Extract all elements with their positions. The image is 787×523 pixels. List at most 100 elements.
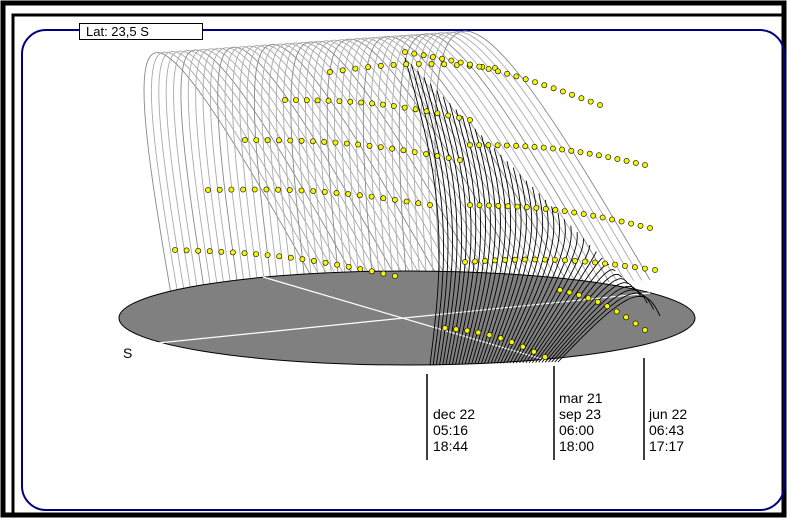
hour-dot xyxy=(345,263,352,270)
sunset-time: 18:44 xyxy=(433,438,469,454)
hour-dot xyxy=(434,152,441,159)
back-arc xyxy=(239,45,429,295)
hour-dot xyxy=(531,143,538,150)
hour-dot xyxy=(596,152,602,159)
hour-dot xyxy=(519,343,526,350)
sunset-time: 17:17 xyxy=(649,438,685,454)
back-arc xyxy=(341,37,544,288)
back-arc xyxy=(312,39,511,290)
hour-dot xyxy=(485,142,492,149)
hour-dot xyxy=(345,191,352,197)
hour-dot xyxy=(467,61,473,68)
hour-dot xyxy=(582,258,588,265)
hour-dot xyxy=(299,256,306,263)
hour-dot xyxy=(333,189,340,196)
hour-dot xyxy=(568,147,575,154)
back-arc xyxy=(165,50,347,299)
back-arc xyxy=(319,39,520,290)
hour-dot xyxy=(561,208,568,214)
front-arc xyxy=(509,219,566,364)
hour-dot xyxy=(542,205,549,212)
front-arc xyxy=(455,109,477,365)
front-arc xyxy=(541,278,629,363)
hour-dot xyxy=(205,187,211,193)
hour-dot xyxy=(557,287,563,293)
sunrise-time: 05:16 xyxy=(433,422,469,438)
hour-dot xyxy=(334,261,340,268)
hour-dot xyxy=(597,102,603,108)
hour-dot xyxy=(365,64,371,70)
back-arc xyxy=(195,48,380,297)
hour-dot xyxy=(366,142,373,149)
hour-dot xyxy=(572,257,578,264)
front-arc xyxy=(449,102,472,365)
hour-dot xyxy=(339,67,346,74)
hour-dot xyxy=(642,265,648,272)
hour-dot xyxy=(541,82,548,89)
front-arc xyxy=(544,282,635,363)
hour-dot xyxy=(357,266,364,272)
rounded-border xyxy=(21,29,785,511)
hour-dot xyxy=(240,186,246,193)
hour-dot xyxy=(512,256,518,263)
hour-dot xyxy=(321,138,328,145)
hour-dot xyxy=(263,186,270,193)
front-arc xyxy=(490,180,533,364)
hour-dot xyxy=(322,259,329,266)
equinox-info: mar 21 sep 23 06:00 18:00 xyxy=(559,390,603,454)
back-arc xyxy=(355,36,561,287)
back-arc xyxy=(217,46,405,296)
hour-dot xyxy=(497,335,504,342)
sunrise-time: 06:00 xyxy=(559,422,595,438)
hour-dot xyxy=(628,220,634,227)
hour-dot xyxy=(542,354,548,360)
hour-dot xyxy=(476,63,483,70)
hour-dot xyxy=(612,261,618,268)
hour-dot xyxy=(456,114,462,121)
hour-dot xyxy=(586,150,593,157)
back-arc xyxy=(283,41,479,292)
hour-dot xyxy=(352,65,359,72)
hour-dot xyxy=(403,198,410,205)
date-label: jun 22 xyxy=(649,406,688,422)
hour-dot xyxy=(482,257,488,264)
hour-dot xyxy=(377,144,384,150)
hour-dot xyxy=(494,142,501,149)
hour-dot xyxy=(523,204,530,211)
hour-dot xyxy=(618,218,625,225)
hour-dot xyxy=(332,139,339,146)
front-arc xyxy=(528,257,603,363)
hour-dot xyxy=(613,308,620,315)
hour-dot xyxy=(402,49,408,55)
back-arc xyxy=(253,43,446,294)
hour-dot xyxy=(552,256,558,263)
hour-dot xyxy=(380,270,387,277)
hour-dot xyxy=(576,292,582,298)
front-arc xyxy=(404,57,440,366)
hour-dot xyxy=(389,145,395,152)
front-arc xyxy=(503,206,555,364)
back-arc xyxy=(405,32,618,284)
hour-dot xyxy=(183,247,190,254)
hour-dot xyxy=(298,187,305,194)
hour-dot xyxy=(492,257,498,264)
hour-dot xyxy=(309,138,316,145)
front-arc xyxy=(554,292,654,363)
front-arc xyxy=(467,135,496,365)
hour-dot xyxy=(604,303,611,310)
hour-dot xyxy=(229,249,236,256)
hour-dot xyxy=(282,97,288,103)
hour-dot xyxy=(253,251,259,257)
hour-dot xyxy=(423,151,429,157)
jun-info: jun 22 06:43 17:17 xyxy=(649,406,687,454)
hour-dot xyxy=(275,137,282,144)
front-arc xyxy=(430,83,458,365)
back-arc xyxy=(362,35,569,287)
hour-dot xyxy=(427,202,433,208)
hour-dot xyxy=(441,61,448,68)
hour-dot xyxy=(242,137,248,143)
hour-dot xyxy=(504,203,511,210)
back-arc xyxy=(377,34,585,286)
hour-dot xyxy=(253,137,260,143)
date-label: dec 22 xyxy=(433,406,476,422)
